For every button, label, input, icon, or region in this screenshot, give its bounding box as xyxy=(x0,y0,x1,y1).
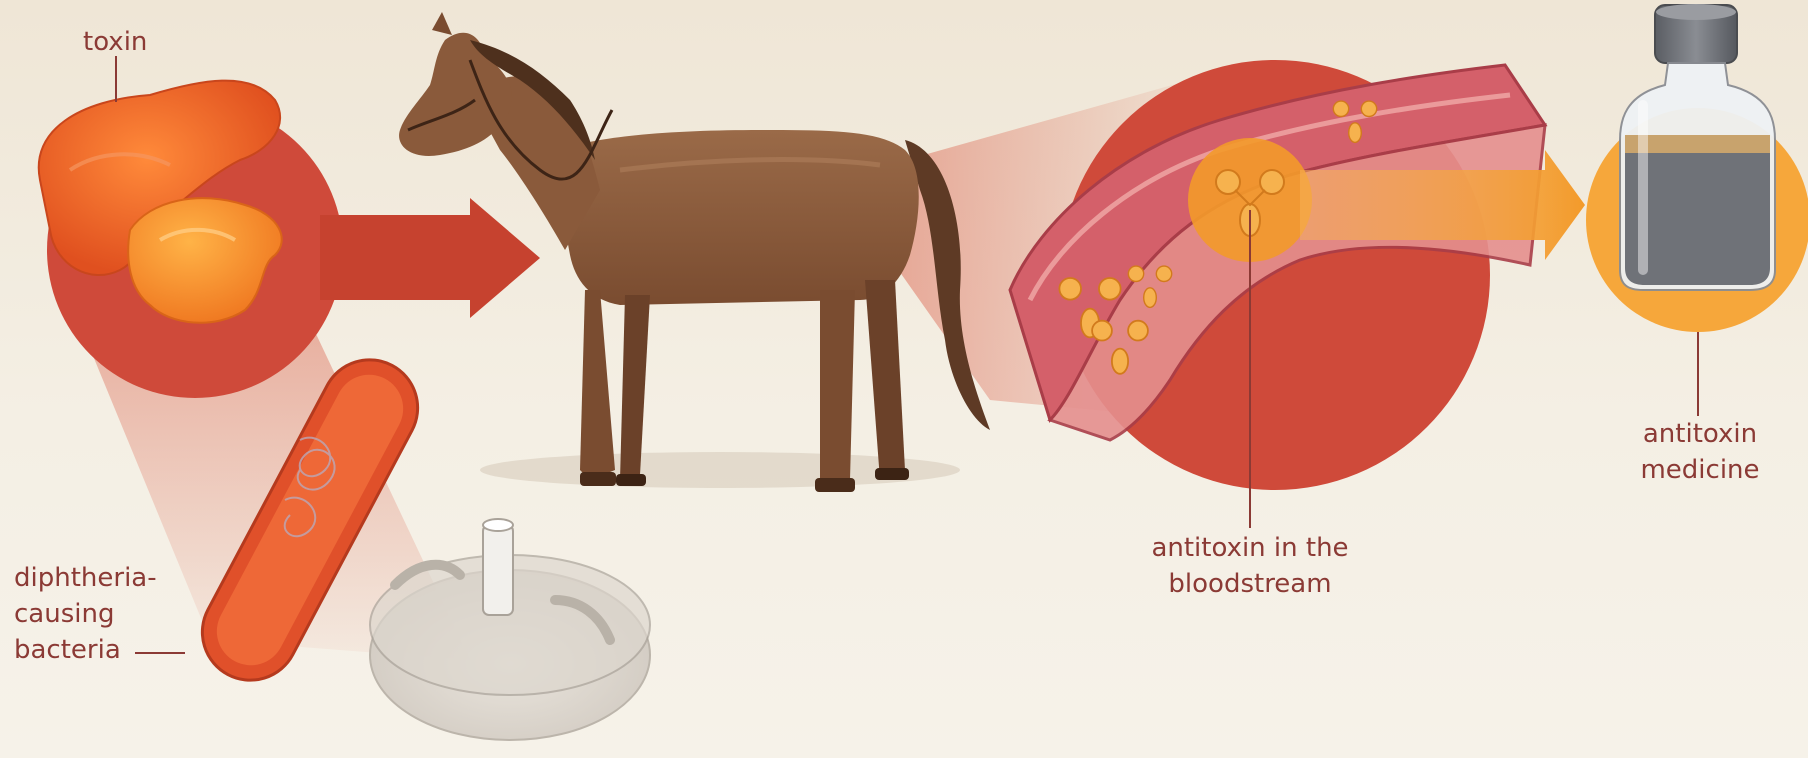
toxin-label: toxin xyxy=(83,24,147,60)
bacteria-label-line1: diphtheria- xyxy=(14,560,157,596)
antitoxin-medicine-label-line1: antitoxin xyxy=(1620,416,1780,452)
bacteria-label-line2: causing xyxy=(14,596,114,632)
vial-icon xyxy=(1620,4,1775,290)
antitoxin-medicine-label-line2: medicine xyxy=(1620,452,1780,488)
bacteria-label-line3: bacteria xyxy=(14,632,121,668)
arrow-icon xyxy=(320,198,540,318)
antitoxin-blood-label-line2: bloodstream xyxy=(1130,566,1370,602)
antitoxin-blood-label-line1: antitoxin in the xyxy=(1130,530,1370,566)
